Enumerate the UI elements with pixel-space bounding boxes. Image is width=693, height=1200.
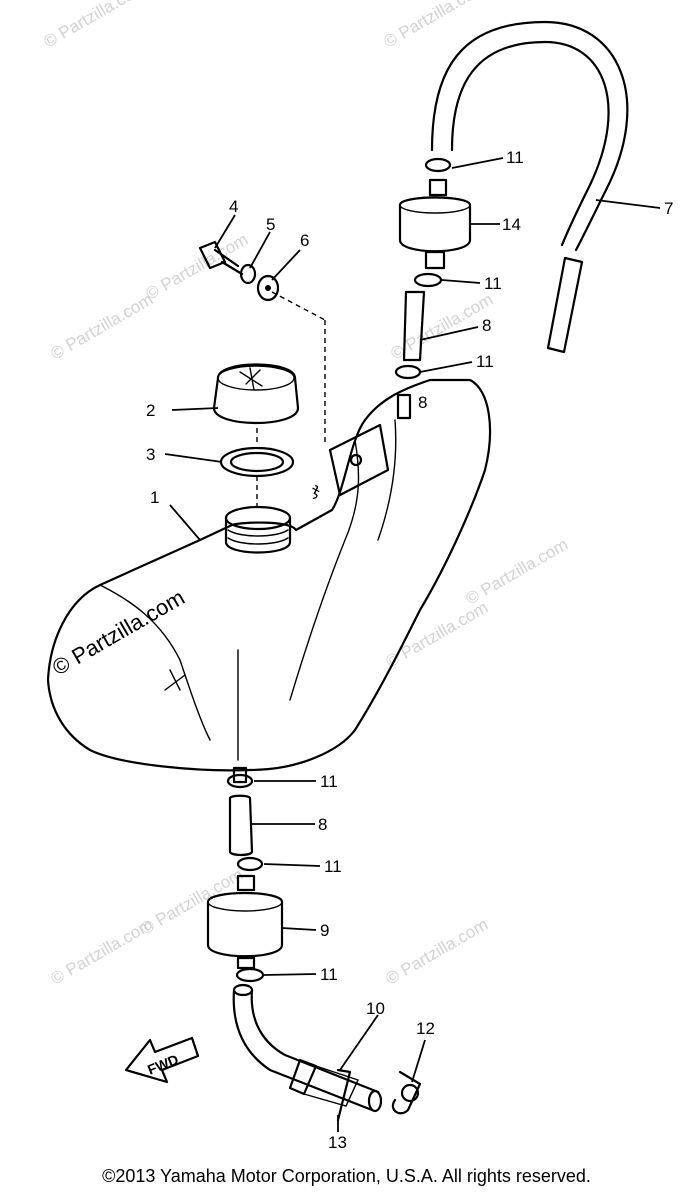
fuel-hose-part-8-lower <box>226 773 264 872</box>
callout-11-d: 11 <box>320 772 338 791</box>
callout-12: 12 <box>416 1019 435 1038</box>
watermark: © Partzilla.com <box>48 290 157 364</box>
callout-1: 1 <box>150 488 159 507</box>
fuel-hose-part-10 <box>232 983 422 1122</box>
cap-gasket-part-3 <box>219 446 295 478</box>
tank-marking: 8 <box>418 393 427 412</box>
callout-11-c: 11 <box>476 352 494 371</box>
callout-11-b: 11 <box>484 274 502 293</box>
callout-13: 13 <box>328 1133 347 1152</box>
breather-hose-part-7 <box>430 20 629 354</box>
callout-2: 2 <box>146 401 155 420</box>
callout-11-a: 11 <box>506 148 524 167</box>
watermark: © Partzilla.com <box>143 230 252 304</box>
tank-marking: ჯ <box>312 480 320 499</box>
watermark: © Partzilla.com <box>381 0 490 51</box>
copyright-notice: ©2013 Yamaha Motor Corporation, U.S.A. A… <box>102 1166 591 1186</box>
watermark: © Partzilla.com <box>383 598 492 672</box>
callout-11-f: 11 <box>320 965 338 984</box>
main-watermark: © Partzilla.com <box>48 585 189 681</box>
callout-7: 7 <box>664 199 673 218</box>
forward-direction-arrow: FWD <box>124 1036 200 1084</box>
callout-10: 10 <box>366 999 385 1018</box>
bolt-part-4 <box>198 240 280 302</box>
fuel-filter-part-14 <box>394 157 472 380</box>
leader-lines <box>164 157 661 1132</box>
callout-3: 3 <box>146 445 155 464</box>
callout-8-bottom: 8 <box>318 815 327 834</box>
callout-labels: 1 2 3 4 5 6 7 8 8 9 10 11 11 11 11 11 11… <box>146 148 673 1152</box>
fuel-tank-part-1 <box>46 378 492 784</box>
fuel-cap-part-2 <box>212 363 300 425</box>
callout-6: 6 <box>300 231 309 250</box>
callout-4: 4 <box>229 197 238 216</box>
watermark-layer: © Partzilla.com © Partzilla.com © Partzi… <box>41 0 572 988</box>
watermark: © Partzilla.com <box>138 865 247 939</box>
watermark: © Partzilla.com <box>463 535 572 609</box>
fuel-filter-part-9 <box>206 874 284 983</box>
callout-9: 9 <box>320 921 329 940</box>
watermark: © Partzilla.com <box>41 0 150 51</box>
callout-8-top: 8 <box>482 316 491 335</box>
callout-11-e: 11 <box>324 857 342 876</box>
callout-14: 14 <box>502 215 521 234</box>
callout-5: 5 <box>266 215 275 234</box>
watermark: © Partzilla.com <box>383 915 492 989</box>
